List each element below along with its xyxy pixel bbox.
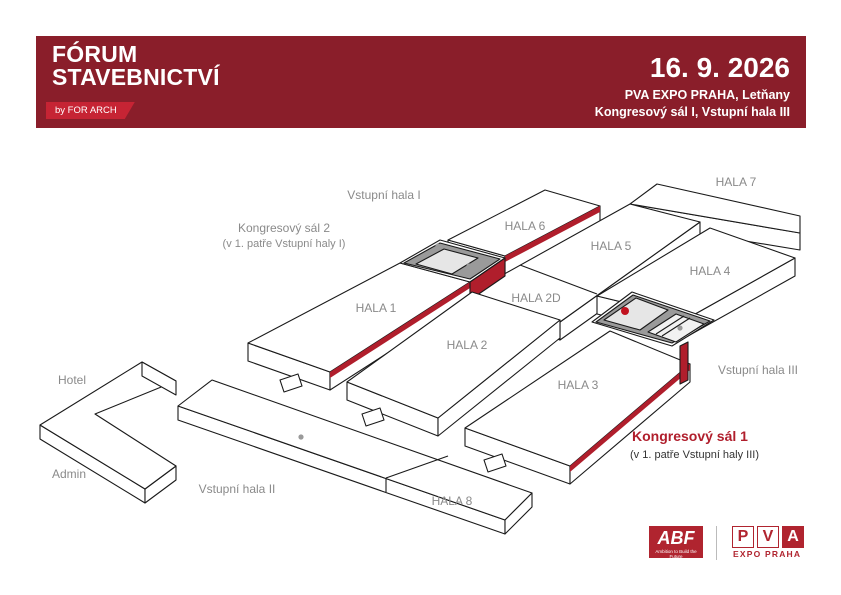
hotel-admin xyxy=(39,361,177,504)
venue-line1: PVA EXPO PRAHA, Letňany xyxy=(624,88,790,102)
vstupni-hala-1 xyxy=(399,239,506,301)
entrance-dot-congress-2 xyxy=(466,263,472,269)
label-hala-3: HALA 3 xyxy=(558,378,599,392)
event-title: FÓRUM STAVEBNICTVÍ xyxy=(52,43,220,89)
vstupni-hala-3 xyxy=(591,291,715,347)
label-hala-5: HALA 5 xyxy=(591,239,632,253)
label-hala-6: HALA 6 xyxy=(505,219,546,233)
highlight-title: Kongresový sál 1 xyxy=(632,428,748,444)
event-byline: by FOR ARCH xyxy=(46,102,135,119)
hall-6 xyxy=(447,189,601,275)
hall-3 xyxy=(464,330,691,485)
label-hala-8: HALA 8 xyxy=(432,494,473,508)
hall-1 xyxy=(247,262,471,391)
header-banner: FÓRUM STAVEBNICTVÍ by FOR ARCH 16. 9. 20… xyxy=(36,36,806,128)
event-title-line1: FÓRUM xyxy=(52,41,138,67)
label-hala-2: HALA 2 xyxy=(447,338,488,352)
entrance-dot-hall-2 xyxy=(298,434,304,440)
location-marker-icon xyxy=(621,307,629,315)
pva-letter-v: V xyxy=(757,526,779,548)
event-title-line2: STAVEBNICTVÍ xyxy=(52,64,220,90)
entrance-dot-hall-1 xyxy=(435,243,441,249)
hall-2 xyxy=(346,291,561,437)
label-hala-2d: HALA 2D xyxy=(511,291,561,305)
pva-letter-p: P xyxy=(732,526,754,548)
highlight-note: (v 1. patře Vstupní haly III) xyxy=(630,449,759,461)
logo-divider xyxy=(716,526,717,560)
pva-logo-subtitle: EXPO PRAHA xyxy=(733,549,802,559)
label-kongresovy-sal-2-note: (v 1. patře Vstupní haly I) xyxy=(223,238,346,250)
label-vstupni-hala-1: Vstupní hala I xyxy=(347,188,420,202)
entrance-dot-hall-3 xyxy=(677,325,683,331)
abf-tagline: Ambition to Build the Future xyxy=(655,549,697,559)
venue-line2: Kongresový sál I, Vstupní hala III xyxy=(594,105,790,119)
label-hala-4: HALA 4 xyxy=(690,264,731,278)
vstupni-hala-2 xyxy=(177,379,533,535)
abf-logo: ABF xyxy=(649,526,703,558)
label-hala-7: HALA 7 xyxy=(716,175,757,189)
event-date: 16. 9. 2026 xyxy=(649,52,790,83)
label-admin: Admin xyxy=(52,467,86,481)
label-hala-1: HALA 1 xyxy=(356,301,397,315)
pva-logo: P V A xyxy=(732,526,807,548)
pva-letter-a: A xyxy=(782,526,804,548)
label-hotel: Hotel xyxy=(58,373,86,387)
label-kongresovy-sal-2: Kongresový sál 2 xyxy=(238,221,330,235)
abf-logo-text: ABF xyxy=(657,528,695,548)
label-vstupni-hala-2: Vstupní hala II xyxy=(199,482,276,496)
label-vstupni-hala-3: Vstupní hala III xyxy=(718,363,798,377)
